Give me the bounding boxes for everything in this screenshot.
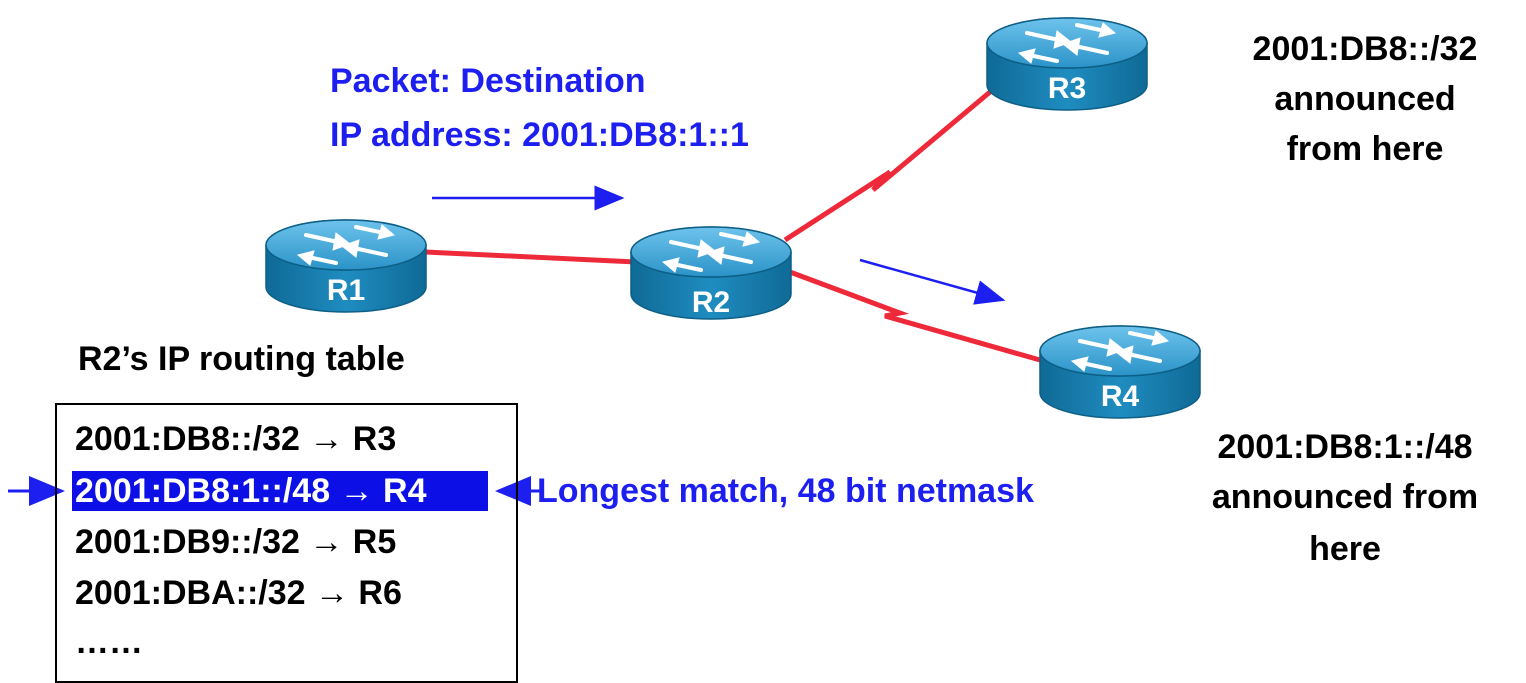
longest-match-label: Longest match, 48 bit netmask (537, 472, 1034, 510)
routing-table-title: R2’s IP routing table (78, 340, 405, 378)
routing-table-row: …… (75, 623, 143, 661)
link-r2-r4 (789, 269, 1041, 363)
announce-r3-line1: 2001:DB8::/32 (1252, 30, 1478, 68)
link-r1-r2 (424, 249, 637, 265)
announce-r4-line3: here (1309, 530, 1381, 568)
forward-flow-arrow (859, 258, 1006, 305)
router-r2-label: R2 (692, 286, 730, 319)
routing-table-row: 2001:DB8::/32 → R3 (75, 420, 397, 458)
router-r3-label: R3 (1048, 72, 1086, 105)
routing-table-row-highlighted: 2001:DB8:1::/48 → R4 (72, 471, 488, 511)
link-r2-r3 (783, 90, 992, 243)
router-r4-label: R4 (1101, 380, 1140, 413)
network-diagram: R1 R2 R3 R4 (8, 16, 1202, 506)
routing-table-row: 2001:DB9::/32 → R5 (75, 523, 397, 561)
router-r1-label: R1 (327, 274, 365, 307)
packet-label-line2: IP address: 2001:DB8:1::1 (330, 116, 749, 154)
announce-r3-line3: from here (1286, 130, 1444, 168)
announce-r4-line1: 2001:DB8:1::/48 (1217, 428, 1473, 466)
packet-label-line1: Packet: Destination (330, 62, 646, 100)
announce-r4-line2: announced from (1211, 478, 1479, 516)
routing-table-row: 2001:DBA::/32 → R6 (75, 574, 402, 612)
announce-r3-line2: announced (1274, 80, 1456, 118)
